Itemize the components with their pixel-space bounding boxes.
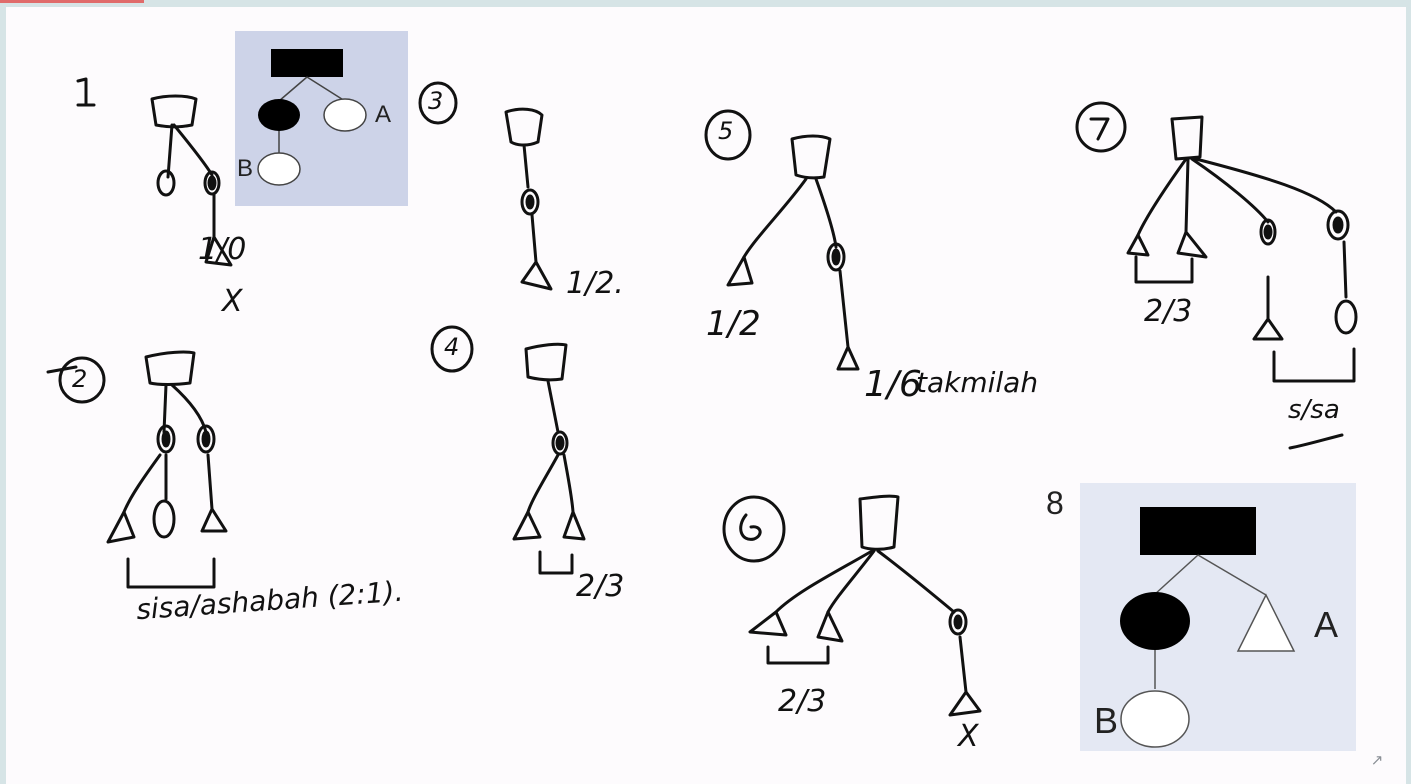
family-tree-image-top[interactable]: A B [235,31,408,206]
d5-ratio-right: 1/6 [864,364,922,405]
number-3-label: 3 [428,87,444,115]
d4-ratio: 2/3 [576,569,625,604]
d1-cross: X [222,284,243,319]
d5-note: takmilah [916,366,1039,399]
family-tree-graphic [257,49,367,186]
d1-ratio: 1/0 [198,232,247,267]
number-2-label: 2 [72,365,88,393]
number-5-label: 5 [718,117,734,145]
d6-ratio: 2/3 [778,684,827,719]
d7-ratio-right: s/sa [1288,395,1340,425]
expand-icon[interactable]: ↗ [1370,752,1384,769]
ink-strokes [46,77,1358,717]
corner-tab [0,0,144,3]
inset-bottom-label-a: A [1314,604,1339,645]
inset-top-label-a: A [375,101,392,128]
diagram-8-number: 8 [1046,485,1064,521]
inset-bottom-label-b: B [1094,700,1119,741]
d3-ratio: 1/2. [566,266,624,301]
d5-ratio-left: 1/2 [706,304,761,344]
whiteboard-canvas[interactable]: 1/0 X sisa/ashabah (2:1). 1/2. 2/3 1/2 1… [6,7,1406,784]
family-tree-image-bottom[interactable]: A B [1080,483,1356,751]
inset-top-label-b: B [237,155,254,182]
family-tree-graphic-large [1120,507,1296,748]
d7-ratio-left: 2/3 [1144,294,1193,329]
number-4-label: 4 [444,333,460,361]
d6-cross: X [958,719,979,754]
